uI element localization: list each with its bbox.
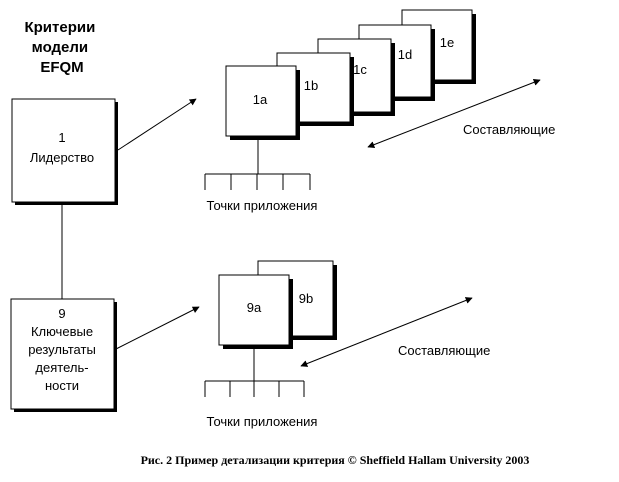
component-label-1e: 1e — [440, 35, 454, 50]
application-points-label-top: Точки приложения — [207, 198, 318, 213]
heading-line-2: модели — [32, 39, 88, 56]
component-label-9b: 9b — [299, 291, 313, 306]
criterion-9-name-line-4: ности — [45, 378, 79, 393]
components-stack-bottom: 9b 9a — [218, 260, 337, 349]
components-double-arrow-top — [367, 79, 541, 148]
diagram-heading: Критерии модели EFQM — [24, 19, 99, 76]
criterion-9-name-line-2: результаты — [28, 342, 96, 357]
criterion-box-1-frame — [11, 98, 116, 203]
figure-caption: Рис. 2 Пример детализации критерия © She… — [141, 453, 530, 467]
component-label-1a: 1a — [253, 92, 268, 107]
criterion-9-number: 9 — [58, 306, 65, 321]
criterion-1-number: 1 — [58, 130, 65, 145]
criterion-box-9-frame — [10, 298, 115, 410]
application-points-tree-top — [204, 136, 311, 190]
arrow-criterion-1-to-components — [117, 98, 197, 151]
component-box-9a: 9a — [218, 274, 293, 349]
components-label-top: Составляющие — [463, 122, 555, 137]
criterion-box-1: 1 Лидерство — [11, 98, 118, 205]
application-points-label-bottom: Точки приложения — [207, 414, 318, 429]
components-double-arrow-bottom — [300, 297, 473, 367]
arrow-criterion-9-to-components — [113, 306, 200, 351]
component-label-9a: 9a — [247, 300, 262, 315]
component-label-1c: 1c — [353, 62, 367, 77]
heading-line-3: EFQM — [40, 59, 83, 76]
component-label-1b: 1b — [304, 78, 318, 93]
components-label-bottom: Составляющие — [398, 343, 490, 358]
criterion-9-name-line-3: деятель- — [35, 360, 88, 375]
components-stack-top: 1e 1d 1c 1b 1a — [225, 9, 476, 140]
criterion-9-name-line-1: Ключевые — [31, 324, 93, 339]
application-points-tree-bottom — [204, 345, 305, 397]
criterion-1-name: Лидерство — [30, 150, 94, 165]
criterion-box-9: 9 Ключевые результаты деятель- ности — [10, 298, 117, 412]
component-label-1d: 1d — [398, 47, 412, 62]
component-box-1a: 1a — [225, 65, 300, 140]
heading-line-1: Критерии — [24, 19, 95, 36]
